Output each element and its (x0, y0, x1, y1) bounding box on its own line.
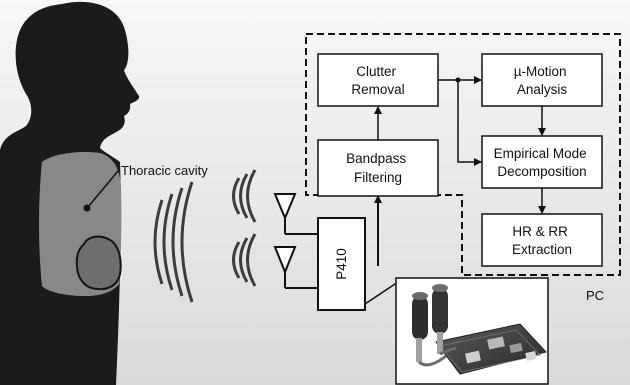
node-hr-rr (481, 213, 603, 267)
node-clutter-removal (317, 53, 439, 107)
photo-callout-line (364, 281, 399, 305)
pc-label: PC (586, 288, 604, 303)
antenna-tx (273, 193, 297, 234)
heart-shape (75, 235, 122, 291)
node-hr-rr-label: HR & RR Extraction (512, 224, 572, 257)
p410-box (317, 217, 366, 311)
radar-waves-antenna (232, 169, 257, 287)
thoracic-leader-dot (83, 204, 91, 212)
node-bandpass (317, 139, 439, 197)
node-clutter-removal-label: Clutter Removal (351, 64, 404, 97)
node-emd-label: Empirical Mode Decomposition (494, 146, 591, 179)
edge-clutter-emd (457, 80, 482, 166)
node-micro-motion (481, 53, 603, 107)
pc-boundary (305, 33, 621, 276)
radar-waves-left (153, 181, 194, 303)
antenna-rx (273, 246, 297, 288)
junction-dot (455, 77, 461, 83)
p410-label: P410 (334, 248, 349, 280)
thoracic-cavity-label: Thoracic cavity (121, 163, 208, 178)
node-bandpass-label: Bandpass Filtering (346, 151, 410, 185)
p410-hardware-photo (395, 277, 549, 385)
node-micro-motion-label: µ-Motion Analysis (514, 64, 571, 97)
thoracic-leader-line (87, 170, 119, 208)
node-emd (481, 135, 603, 189)
